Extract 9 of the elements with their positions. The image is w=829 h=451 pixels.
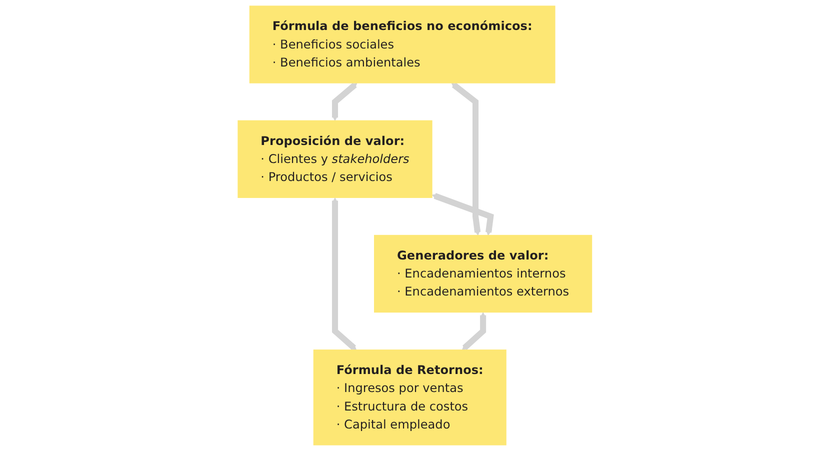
arrow — [450, 82, 480, 236]
node-box: Fórmula de Retornos: · Ingresos por ventas · Estructura de costos · Capital empleado — [312, 350, 506, 446]
arrow — [331, 82, 357, 121]
node-box: Fórmula de beneficios no económicos: · Beneficios sociales · Beneficios ambientales — [248, 6, 555, 84]
arrow — [331, 198, 356, 350]
node-box: Generadores de valor: · Encadenamientos internos · Encadenamientos externos — [374, 234, 592, 313]
arrow — [462, 312, 486, 350]
arrow — [432, 193, 494, 236]
node-box: Proposición de valor: · Clientes y stakeholders · Productos / servicios — [237, 120, 432, 198]
